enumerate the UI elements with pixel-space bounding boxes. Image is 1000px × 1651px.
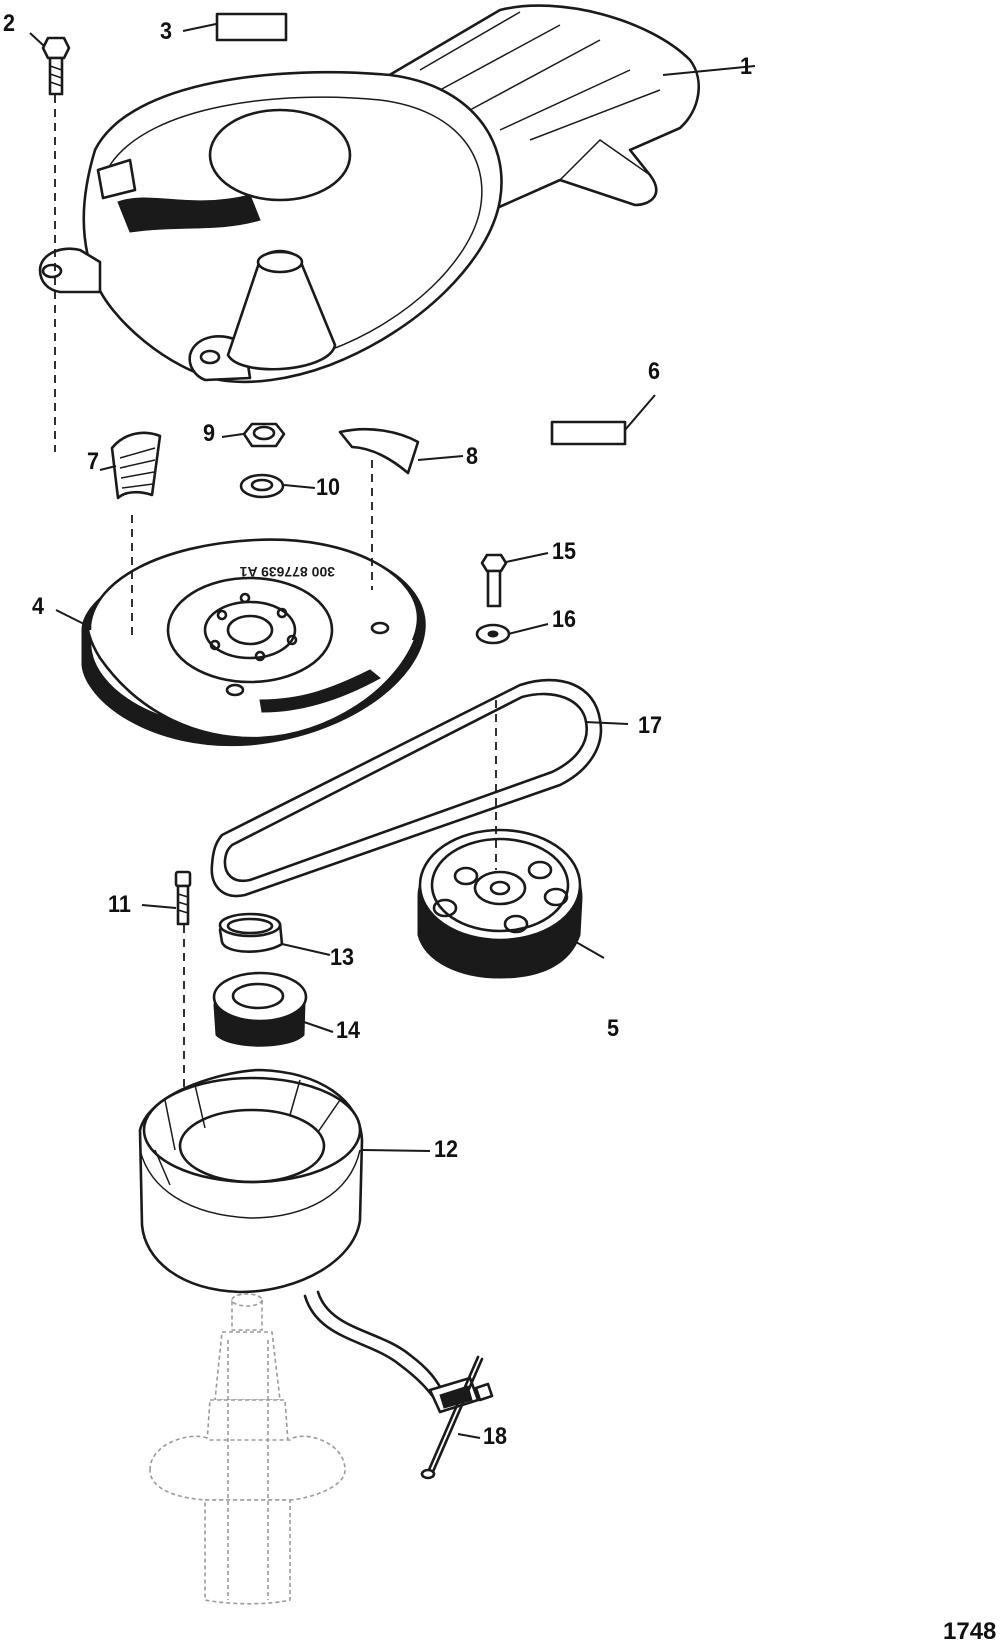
callout-11: 11: [108, 891, 131, 918]
magnet-segment: [110, 431, 162, 500]
callout-14: 14: [336, 1017, 361, 1044]
callout-8: 8: [466, 443, 479, 470]
callout-15: 15: [552, 538, 577, 565]
figure-number: 1748: [943, 1618, 997, 1645]
leader-lines: [29, 23, 756, 1439]
cover-bolt: [41, 36, 71, 96]
callout-3: 3: [160, 18, 173, 45]
drive-belt: [210, 678, 603, 898]
callout-6: 6: [648, 358, 661, 385]
stator-screw: [174, 870, 192, 926]
callout-7: 7: [87, 448, 100, 475]
callout-10: 10: [316, 474, 341, 501]
label-plate: [215, 12, 288, 42]
pulley-bolt: [480, 553, 508, 608]
stator: [138, 1068, 494, 1414]
flywheel-washer: [239, 473, 285, 499]
callout-9: 9: [203, 420, 216, 447]
crankshaft-gear: [212, 971, 308, 1047]
pulley-washer: [475, 623, 511, 645]
callout-5: 5: [607, 1015, 620, 1042]
callout-1: 1: [740, 53, 753, 80]
pulley: [417, 828, 583, 979]
flywheel-stamp: 300 877639 A1: [240, 564, 335, 580]
callout-4: 4: [32, 593, 45, 620]
crankshaft-phantom: [149, 1293, 346, 1605]
flywheel-nut: [242, 422, 286, 448]
callout-16: 16: [552, 606, 577, 633]
cable-tie: [420, 1355, 484, 1480]
callout-12: 12: [434, 1136, 459, 1163]
flywheel-cover: [38, 4, 701, 384]
seal-ring: [218, 912, 284, 953]
callout-13: 13: [330, 944, 355, 971]
callout-17: 17: [638, 712, 663, 739]
callout-18: 18: [483, 1423, 508, 1450]
callout-2: 2: [3, 10, 16, 37]
label-plate: [550, 420, 627, 446]
magnet-segment: [338, 427, 420, 475]
flywheel: 300 877639 A1: [81, 538, 426, 747]
